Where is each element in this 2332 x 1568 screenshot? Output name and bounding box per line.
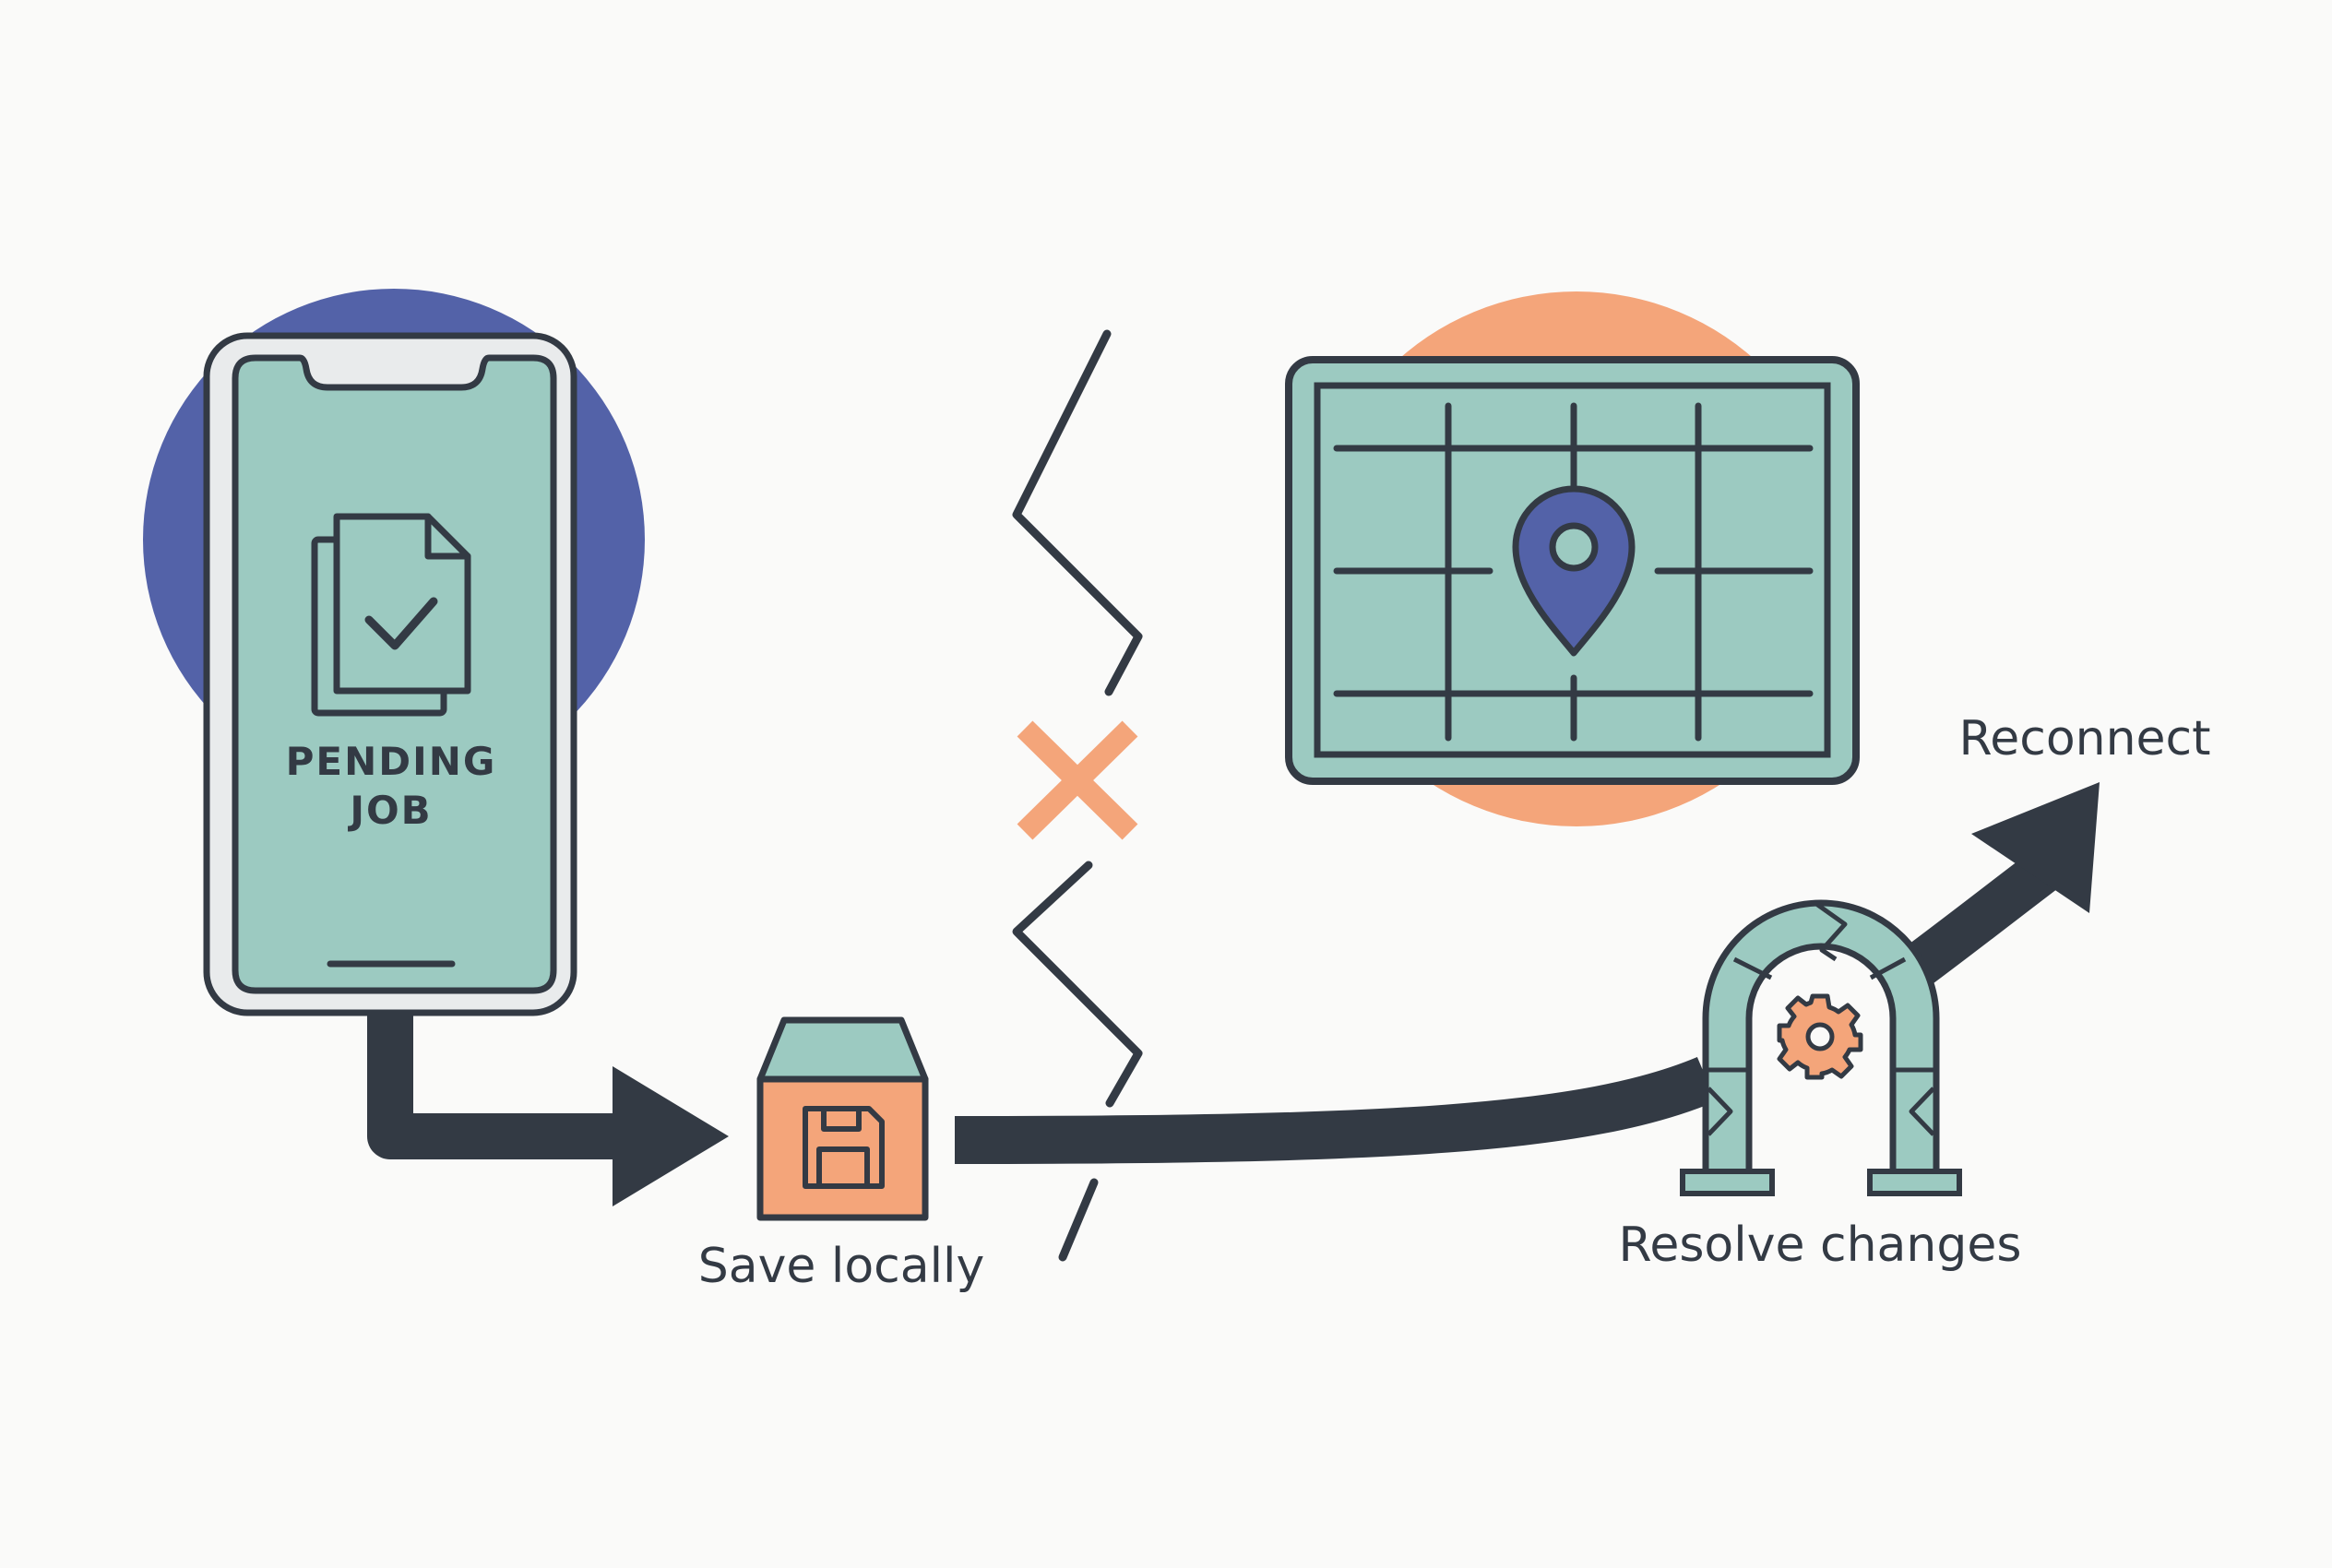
phone-group: PENDING JOB [143,289,645,1016]
magnet-body [1702,899,1940,1177]
broken-connection-line [1012,329,1143,1262]
magnet-foot-left [1680,1169,1775,1196]
document-check-icon [311,513,471,717]
magnet-foot-right [1867,1169,1962,1196]
x-mark-icon [1017,720,1138,840]
sync-arrow [954,782,2100,1164]
phone-label-line2: JOB [347,788,432,833]
resolve-changes-label: Resolve changes [1619,1218,2022,1273]
map-group [1285,291,1860,826]
gear-icon [1777,993,1863,1080]
save-locally-box [756,1016,929,1221]
save-box-lid [756,1016,929,1083]
floppy-disk-icon [803,1106,885,1189]
magnet-segments [1706,901,1936,1136]
location-pin-icon [1512,485,1636,657]
save-locally-label: Save locally [698,1239,985,1294]
map-grid [1333,402,1814,742]
phone-to-save-arrow [367,1013,729,1206]
map-inner [1314,382,1831,758]
phone-label-line1: PENDING [286,739,497,784]
reconnect-label: Reconnect [1958,711,2210,766]
resolve-changes-magnet [1680,899,1962,1196]
